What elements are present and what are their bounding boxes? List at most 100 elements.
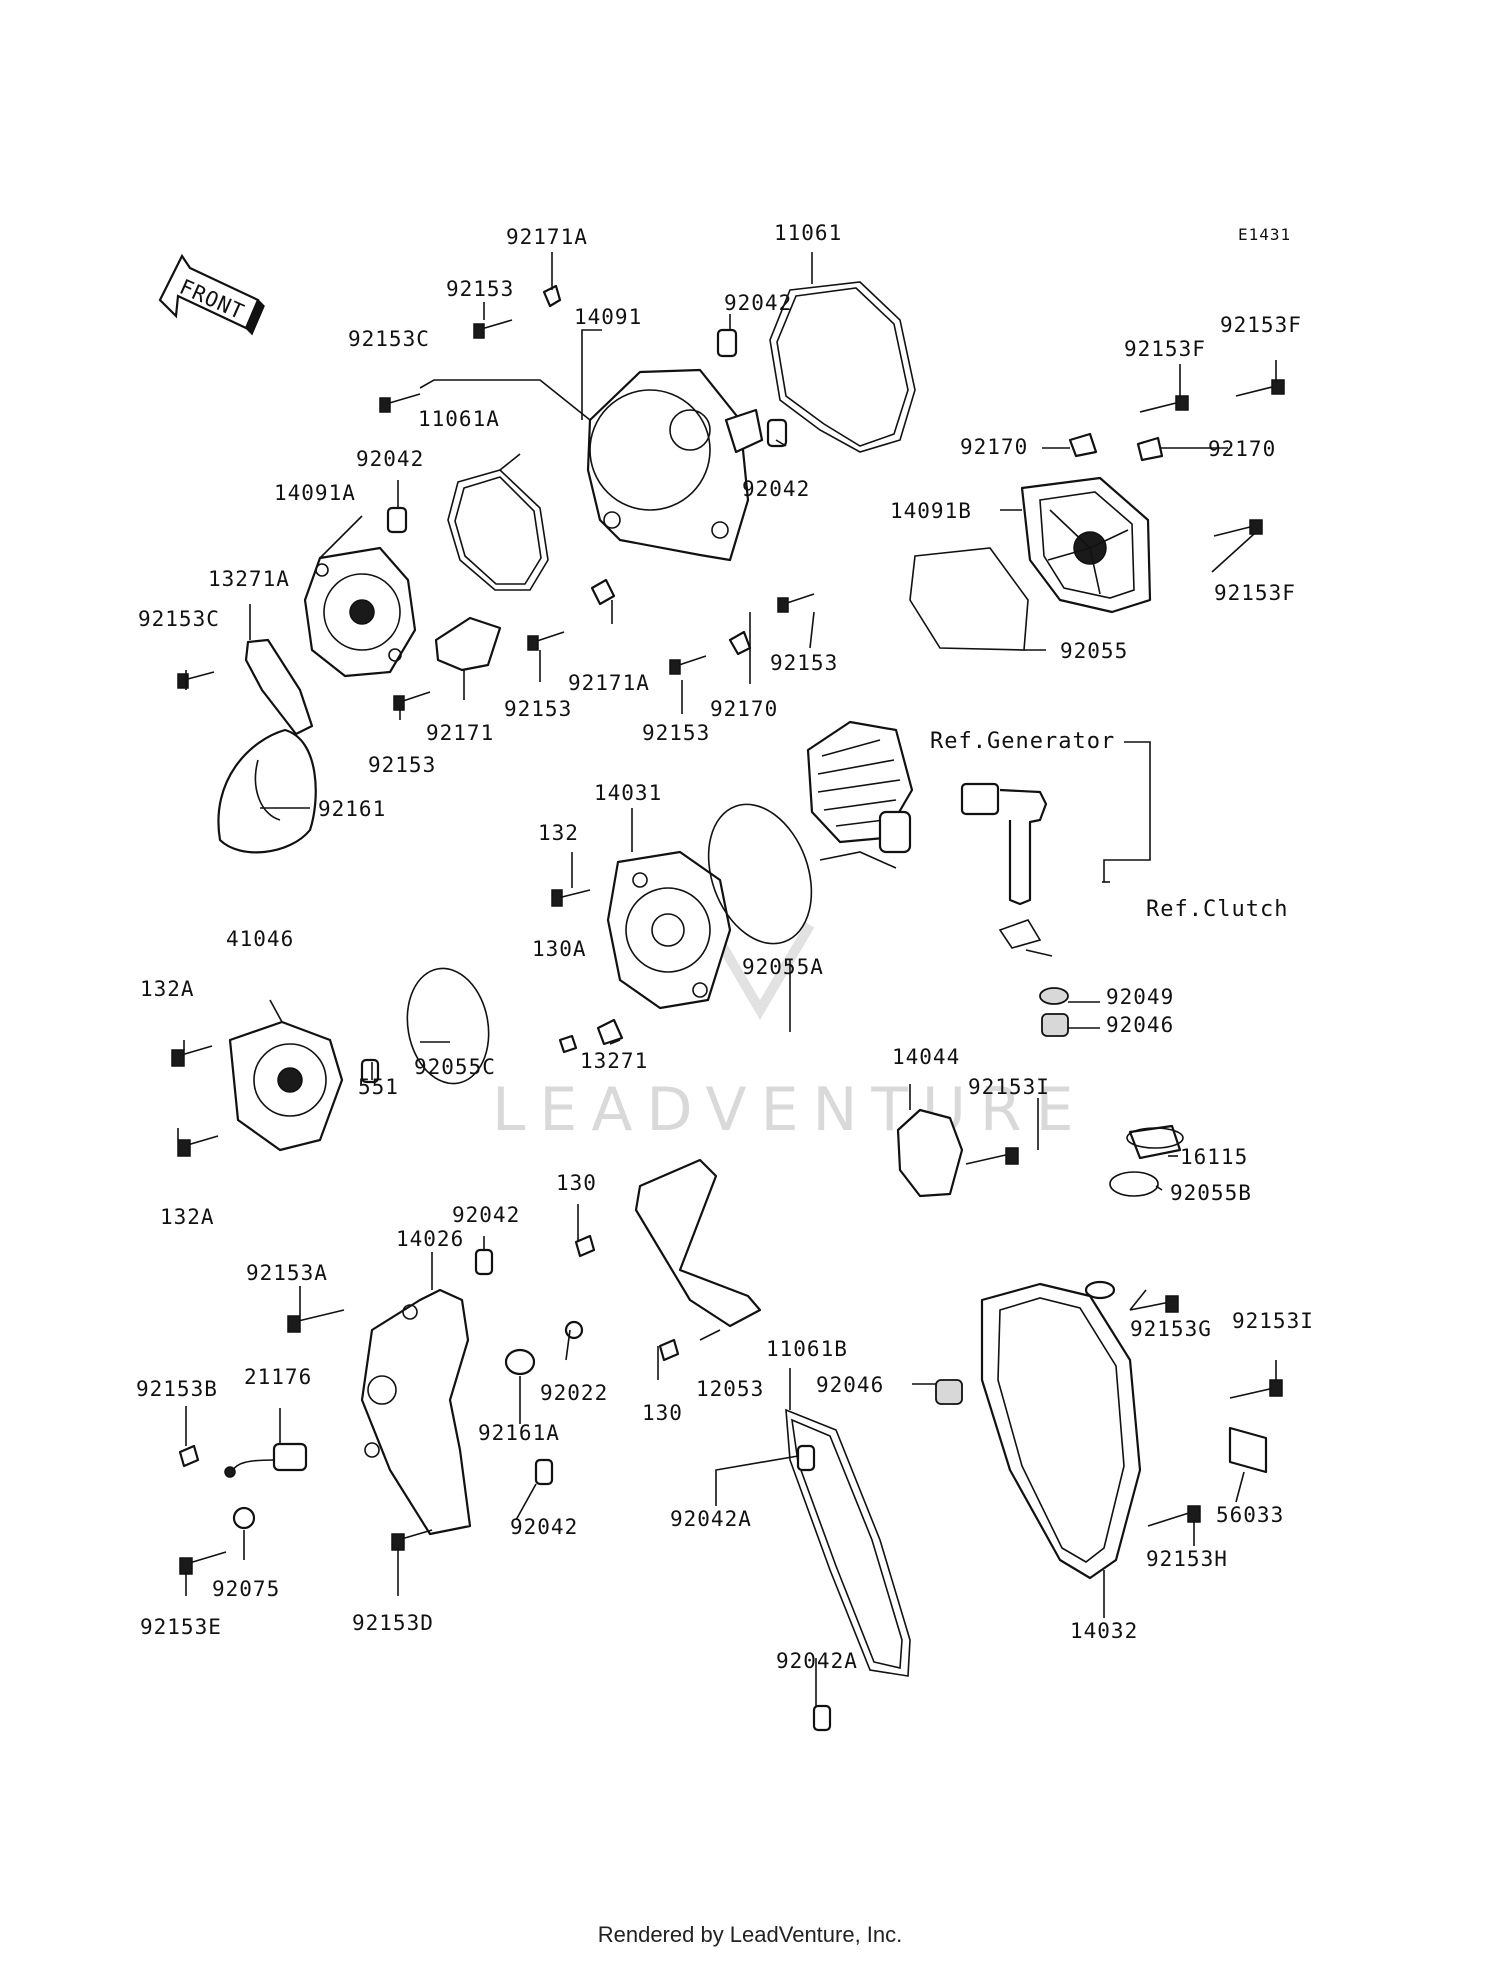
label-92153: 92153 bbox=[770, 651, 838, 675]
cover-14091A bbox=[303, 546, 417, 678]
label-92170: 92170 bbox=[960, 435, 1028, 459]
label-92046: 92046 bbox=[816, 1373, 884, 1397]
label-132A: 132A bbox=[160, 1205, 215, 1229]
label-92055: 92055 bbox=[1060, 639, 1128, 663]
gasket-11061A bbox=[447, 469, 549, 591]
label-92042A: 92042A bbox=[776, 1649, 858, 1673]
seals-92049-92046 bbox=[1039, 987, 1069, 1037]
sensor-21176 bbox=[224, 1442, 308, 1478]
dowel-pins-92042 bbox=[386, 328, 788, 534]
cover-14026 bbox=[360, 1288, 472, 1536]
bolts-bottom-left bbox=[178, 1234, 680, 1575]
label-92046: 92046 bbox=[1106, 1013, 1174, 1037]
label-92153D: 92153D bbox=[352, 1611, 434, 1635]
label-92075: 92075 bbox=[212, 1577, 280, 1601]
label-56033 bbox=[1228, 1426, 1268, 1474]
watermark: LEADVENTURE bbox=[492, 922, 1088, 1145]
label-92153C: 92153C bbox=[138, 607, 220, 631]
label-14091B: 14091B bbox=[890, 499, 972, 523]
diagram-code: E1431 bbox=[1238, 225, 1291, 244]
label-92042: 92042 bbox=[356, 447, 424, 471]
label-92042A: 92042A bbox=[670, 1507, 752, 1531]
label-92042: 92042 bbox=[742, 477, 810, 501]
front-arrow-icon: FRONT bbox=[158, 253, 265, 336]
label-92161A: 92161A bbox=[478, 1421, 560, 1445]
label-92170: 92170 bbox=[1208, 437, 1276, 461]
label-11061: 11061 bbox=[774, 221, 842, 245]
label-92153F: 92153F bbox=[1124, 337, 1206, 361]
cap-16115 bbox=[1126, 1124, 1184, 1160]
dowel-551 bbox=[360, 1058, 380, 1084]
label-92171: 92171 bbox=[426, 721, 494, 745]
clamp-92171 bbox=[434, 616, 502, 672]
label-92153: 92153 bbox=[642, 721, 710, 745]
label-12053: 12053 bbox=[696, 1377, 764, 1401]
bolts-left bbox=[171, 1045, 219, 1157]
footer-credit: Rendered by LeadVenture, Inc. bbox=[597, 1922, 903, 1947]
label-92153C: 92153C bbox=[348, 327, 430, 351]
label-92153F: 92153F bbox=[1214, 581, 1296, 605]
bracket-14044 bbox=[896, 1108, 964, 1198]
label-92153H: 92153H bbox=[1146, 1547, 1228, 1571]
label-92153: 92153 bbox=[446, 277, 514, 301]
bolts-right bbox=[796, 1147, 1283, 1732]
gasket-11061B bbox=[785, 1408, 911, 1677]
label-92049: 92049 bbox=[1106, 985, 1174, 1009]
part-labels: 92171A 11061 92153 14091 92042 92153C 11… bbox=[136, 221, 1314, 1673]
seal-92046-b bbox=[935, 1379, 963, 1405]
label-14031: 14031 bbox=[594, 781, 662, 805]
label-56033: 56033 bbox=[1216, 1503, 1284, 1527]
label-92042: 92042 bbox=[510, 1515, 578, 1539]
stay-12053 bbox=[634, 1158, 762, 1328]
label-14026: 14026 bbox=[396, 1227, 464, 1251]
label-92055B: 92055B bbox=[1170, 1181, 1252, 1205]
label-16115: 16115 bbox=[1180, 1145, 1248, 1169]
label-92153G: 92153G bbox=[1130, 1317, 1212, 1341]
label-130: 130 bbox=[556, 1171, 597, 1195]
label-132: 132 bbox=[538, 821, 579, 845]
gasket-92055 bbox=[909, 547, 1029, 651]
ref-clutch: Ref.Clutch bbox=[1146, 897, 1288, 922]
label-92153: 92153 bbox=[368, 753, 436, 777]
label-21176: 21176 bbox=[244, 1365, 312, 1389]
bolts-top-left bbox=[177, 284, 815, 711]
label-92153E: 92153E bbox=[140, 1615, 222, 1639]
label-92161: 92161 bbox=[318, 797, 386, 821]
watermark-text: LEADVENTURE bbox=[492, 1075, 1088, 1145]
label-132A: 132A bbox=[140, 977, 195, 1001]
label-92042: 92042 bbox=[724, 291, 792, 315]
label-92022: 92022 bbox=[540, 1381, 608, 1405]
label-92055A: 92055A bbox=[742, 955, 824, 979]
label-92042: 92042 bbox=[452, 1203, 520, 1227]
label-130A: 130A bbox=[532, 937, 587, 961]
bolts-top-right bbox=[1068, 379, 1285, 537]
label-92153I: 92153I bbox=[1232, 1309, 1314, 1333]
label-92153B: 92153B bbox=[136, 1377, 218, 1401]
oring-92055B bbox=[1109, 1171, 1159, 1197]
label-14032: 14032 bbox=[1070, 1619, 1138, 1643]
clutch-cable-assy bbox=[960, 782, 1053, 957]
cover-14031 bbox=[606, 850, 732, 1010]
label-92170: 92170 bbox=[710, 697, 778, 721]
label-11061A: 11061A bbox=[418, 407, 500, 431]
label-551: 551 bbox=[358, 1075, 399, 1099]
generator-cover-14091 bbox=[586, 368, 764, 562]
label-41046: 41046 bbox=[226, 927, 294, 951]
cover-14091B bbox=[1020, 476, 1152, 614]
label-92153A: 92153A bbox=[246, 1261, 328, 1285]
generator-stator bbox=[806, 720, 914, 869]
label-92153: 92153 bbox=[504, 697, 572, 721]
gasket-11061 bbox=[769, 281, 916, 453]
label-11061B: 11061B bbox=[766, 1337, 848, 1361]
bolts-middle bbox=[551, 889, 624, 1054]
label-130: 130 bbox=[642, 1401, 683, 1425]
label-14091: 14091 bbox=[574, 305, 642, 329]
guard-92161 bbox=[217, 728, 317, 854]
label-92171A: 92171A bbox=[568, 671, 650, 695]
cover-41046 bbox=[228, 1020, 344, 1152]
label-92153I: 92153I bbox=[968, 1075, 1050, 1099]
label-14091A: 14091A bbox=[274, 481, 356, 505]
ref-generator: Ref.Generator bbox=[930, 729, 1115, 754]
label-92055C: 92055C bbox=[414, 1055, 496, 1079]
